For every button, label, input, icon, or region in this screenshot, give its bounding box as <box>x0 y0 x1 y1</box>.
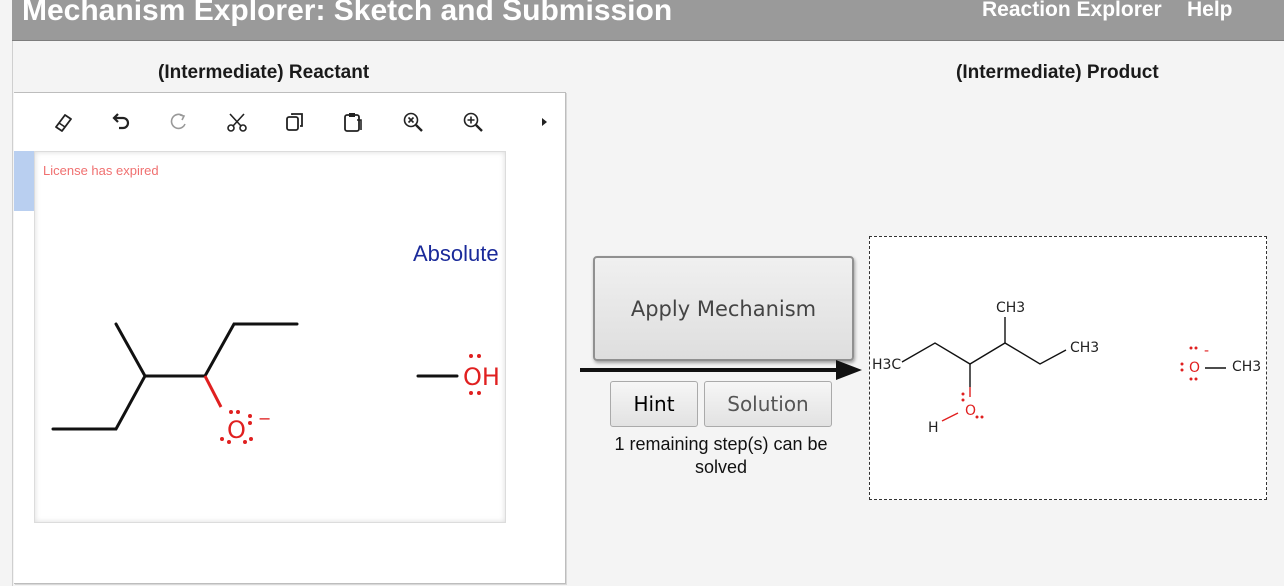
product-panel-title: (Intermediate) Product <box>956 62 1159 83</box>
copy-icon[interactable] <box>280 107 310 137</box>
zoom-in-icon[interactable] <box>458 107 488 137</box>
product-methoxide-ch3: CH3 <box>1232 359 1261 375</box>
product-methoxide-charge: - <box>1204 343 1209 359</box>
product-methyl-left: H3C <box>872 357 901 373</box>
product-hydroxyl-o: O <box>965 403 976 419</box>
product-methyl-top: CH3 <box>996 300 1025 316</box>
sketch-canvas[interactable]: License has expired Absolute O − OH <box>34 151 506 523</box>
remaining-line-2: solved <box>694 457 748 477</box>
product-hydroxyl-h: H <box>928 420 939 436</box>
product-methoxide-o: O <box>1189 360 1200 376</box>
reactant-editor: License has expired Absolute O − OH <box>14 92 566 584</box>
app-header: Mechanism Explorer: Sketch and Submissio… <box>12 0 1284 41</box>
nav-help[interactable]: Help <box>1187 0 1233 21</box>
reactant-panel-title: (Intermediate) Reactant <box>158 62 370 83</box>
solution-button[interactable]: Solution <box>704 381 832 427</box>
oxide-charge: − <box>258 409 271 428</box>
remaining-line-1: 1 remaining step(s) can be <box>614 434 828 454</box>
reactant-structure: O − OH <box>51 322 500 444</box>
product-methyl-right: CH3 <box>1070 340 1099 356</box>
apply-mechanism-button[interactable]: Apply Mechanism <box>593 256 854 361</box>
hint-button[interactable]: Hint <box>610 381 698 427</box>
product-structure: CH3 CH3 H3C H CH3 O O - <box>872 300 1261 436</box>
hydroxide-label: OH <box>463 363 500 391</box>
product-structure-box: CH3 CH3 H3C H CH3 O O - <box>869 236 1267 500</box>
app-title: Mechanism Explorer: Sketch and Submissio… <box>22 0 673 27</box>
redo-icon[interactable] <box>164 107 194 137</box>
more-arrow-icon[interactable] <box>530 107 560 137</box>
paste-icon[interactable] <box>338 107 368 137</box>
nav-reaction-explorer[interactable]: Reaction Explorer <box>982 0 1162 21</box>
license-notice: License has expired <box>43 163 159 178</box>
remaining-steps-text: 1 remaining step(s) can be solved <box>590 433 852 479</box>
cut-icon[interactable] <box>222 107 252 137</box>
reaction-arrow <box>580 360 862 380</box>
page-left-edge <box>0 0 13 586</box>
side-tab[interactable] <box>14 151 34 211</box>
eraser-icon[interactable] <box>48 107 78 137</box>
oxide-oxygen: O <box>227 416 246 444</box>
editor-toolbar <box>14 93 565 149</box>
zoom-out-icon[interactable] <box>398 107 428 137</box>
absolute-label: Absolute <box>413 241 499 266</box>
undo-icon[interactable] <box>106 107 136 137</box>
